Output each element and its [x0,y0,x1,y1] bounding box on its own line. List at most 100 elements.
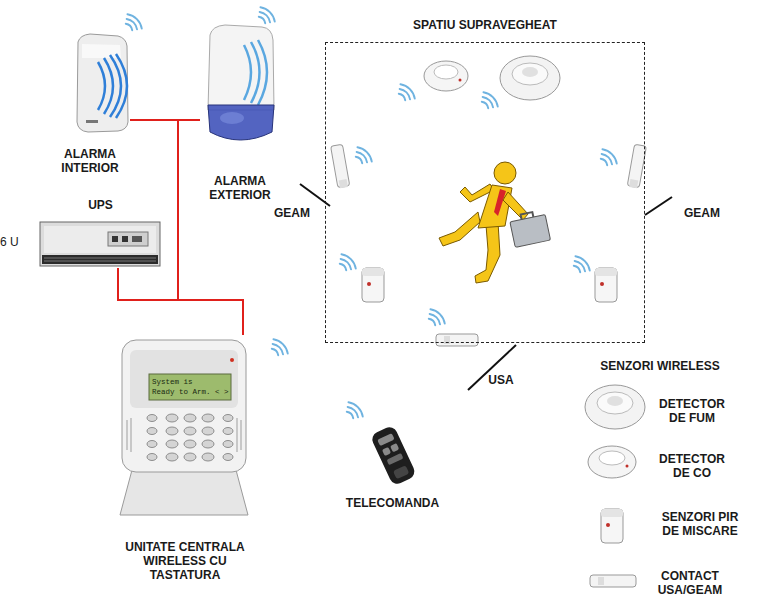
ups-vents [42,255,158,264]
remote-fob [370,425,417,487]
rack-size-label: 6 U [0,235,30,249]
window-line [645,197,672,215]
fob-button [382,447,391,456]
keypad-unit [120,340,248,515]
window-label: GEAM [266,206,318,220]
power-wire [118,268,243,335]
fob-button [390,443,399,452]
ups-button [132,236,142,242]
legend-text: DETECTOR DE CO [652,452,732,480]
text-group: UPS [38,198,163,212]
smoke-detector [500,56,560,100]
legend-entry: DETECTOR DE CO [652,452,732,480]
legend-contact-icon [590,575,636,587]
ups-case [40,222,160,266]
smoke-detector [424,61,468,91]
wireless-wave [399,84,415,100]
ups-node: UPS [38,198,163,268]
legend-text: DETECTOR DE FUM [652,397,732,425]
window-label: GEAM [676,206,728,220]
siren-waves [244,40,267,105]
wireless-wave [126,14,142,30]
remote-node: TELECOMANDA [340,400,445,510]
legend-smoke-icon [585,385,645,429]
window-contact [627,144,646,188]
door-contact [436,334,478,346]
wireless-wave [347,402,363,418]
keypad-node: UNITATE CENTRALA WIRELESS CU TASTATURA [115,335,255,582]
node-label: TELECOMANDA [340,496,445,510]
node-label: UNITATE CENTRALA WIRELESS CU TASTATURA [115,540,255,582]
legend-heading: SENZORI WIRELESS [590,359,730,373]
pir-sensor [595,268,617,302]
siren-logo [86,120,98,123]
text-group: ALARMA INTERIOR [50,147,130,175]
keypad-bezel [130,350,238,408]
keypad-body [122,340,246,472]
wireless-waves [126,7,617,418]
wireless-wave [340,254,356,270]
text-group: ALARMA EXTERIOR [200,174,280,202]
lcd-text: System is [152,378,230,387]
wireless-wave [259,7,275,23]
node-label: ALARMA INTERIOR [50,147,130,175]
dashed-border [325,42,645,343]
exterior-siren [208,25,274,140]
siren-body [77,34,128,132]
ups-front [44,226,156,253]
ups-vent-lines [44,258,156,261]
ups-button [122,236,128,242]
siren-node: ALARMA EXTERIOR [200,20,280,202]
pir-sensor [362,268,384,302]
wireless-wave [574,256,590,272]
fob-button [377,433,394,446]
interior-siren [77,34,128,132]
window-contact [331,144,350,188]
wireless-wave [429,309,445,325]
speaker-grille [127,418,241,452]
siren-top [82,44,121,58]
legend-pir-icon [601,509,623,543]
legend-co-icon [588,446,636,478]
fob-button [387,453,404,465]
lcd-text: Ready to Arm. < > [152,388,230,397]
keypad-keys [147,414,233,461]
siren-waves [98,54,127,118]
legend-text: SENZORI PIR DE MISCARE [655,510,745,538]
node-label: SPATIU SUPRAVEGHEAT [320,18,650,32]
monitored-area: SPATIU SUPRAVEGHEAT [320,18,650,348]
wireless-wave [356,147,372,163]
siren-node: ALARMA INTERIOR [50,30,130,175]
ups-button [112,236,118,242]
text-group: SPATIU SUPRAVEGHEAT [320,18,650,32]
legend-text: CONTACT USA/GEAM [652,569,728,597]
siren-lens [208,105,274,140]
text-group: TELECOMANDA [340,496,445,510]
ups-panel [108,232,148,246]
siren-body [208,25,274,110]
wireless-wave [272,339,288,355]
power-wire [178,120,243,335]
wireless-wave [601,149,617,165]
ups-unit [40,222,160,266]
text-group: UNITATE CENTRALA WIRELESS CU TASTATURA [115,540,255,582]
status-led [230,358,234,362]
node-label: UPS [38,198,163,212]
wireless-wave [482,92,498,108]
node-label: ALARMA EXTERIOR [200,174,280,202]
power-wire [130,120,243,335]
running-thief [439,162,551,283]
door-label: USA [484,373,518,387]
keypad-stand [120,470,248,515]
legend-entry: DETECTOR DE FUM [652,397,732,425]
lcd-screen [149,374,231,400]
fob-ring [393,465,409,479]
legend-entry: SENZORI PIR DE MISCARE [655,510,745,538]
fob-body [370,425,417,487]
